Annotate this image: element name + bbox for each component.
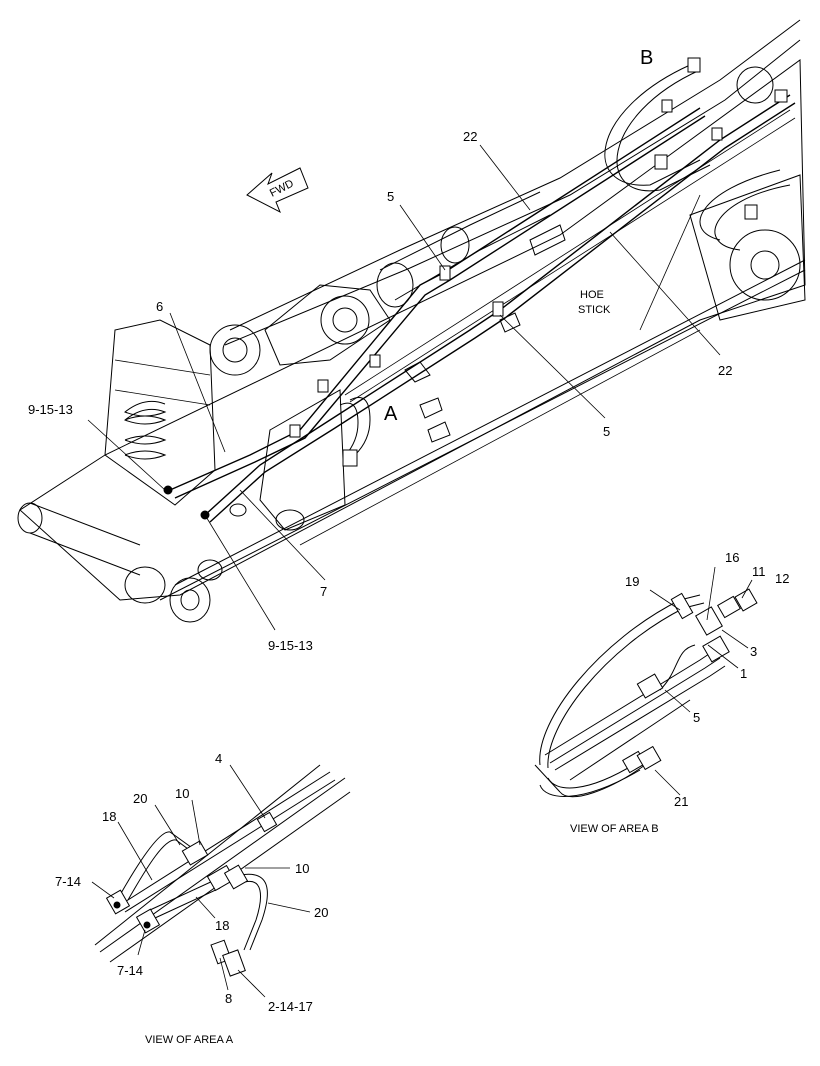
bucket-linkage bbox=[209, 284, 391, 531]
callout-22-right: 22 bbox=[718, 363, 732, 378]
view-of-area-a: 4 20 10 18 10 7-14 20 18 7-14 8 2-14-17 … bbox=[55, 751, 351, 1046]
front-cross-tube bbox=[17, 502, 223, 623]
fwd-arrow-icon: FWD bbox=[246, 167, 309, 214]
view-a-callout-7-14-left: 7-14 bbox=[55, 874, 81, 889]
view-b-callout-12: 12 bbox=[775, 571, 789, 586]
view-a-callout-18-top: 18 bbox=[102, 809, 116, 824]
view-a-callout-7-14-bottom: 7-14 bbox=[117, 963, 143, 978]
hoe-stick-assembly: FWD B A HOE STICK 22 5 6 9-15-13 22 5 7 … bbox=[17, 19, 806, 653]
callout-22-top: 22 bbox=[463, 129, 477, 144]
view-b-callout-16: 16 bbox=[725, 550, 739, 565]
main-leader-lines bbox=[87, 144, 721, 631]
callout-9-15-13-left: 9-15-13 bbox=[28, 402, 73, 417]
view-b-callout-21: 21 bbox=[674, 794, 688, 809]
view-a-callout-2-14-17: 2-14-17 bbox=[268, 999, 313, 1014]
view-a-callout-10-right: 10 bbox=[295, 861, 309, 876]
view-b-callout-11: 11 bbox=[752, 564, 766, 579]
callout-5-mid: 5 bbox=[603, 424, 610, 439]
view-a-callout-4: 4 bbox=[215, 751, 222, 766]
area-a-marker: A bbox=[384, 403, 398, 425]
view-a-callout-20-top: 20 bbox=[133, 791, 147, 806]
callout-7: 7 bbox=[320, 584, 327, 599]
view-b-callout-3: 3 bbox=[750, 644, 757, 659]
view-a-caption: VIEW OF AREA A bbox=[145, 1034, 234, 1046]
view-a-callout-8: 8 bbox=[225, 991, 232, 1006]
line-clamps bbox=[163, 57, 788, 520]
callout-9-15-13-bottom: 9-15-13 bbox=[268, 638, 313, 653]
area-b-marker: B bbox=[640, 47, 653, 69]
view-b-callout-5: 5 bbox=[693, 710, 700, 725]
view-b-callout-1: 1 bbox=[740, 666, 747, 681]
view-b-callout-19: 19 bbox=[625, 574, 639, 589]
hydraulic-lines bbox=[169, 64, 796, 523]
view-a-callout-10-top: 10 bbox=[175, 786, 189, 801]
view-of-area-b: 19 16 11 12 3 1 5 21 VIEW OF AREA B bbox=[534, 550, 789, 835]
callout-6: 6 bbox=[156, 299, 163, 314]
view-a-callout-20-right: 20 bbox=[314, 905, 328, 920]
callout-5-top: 5 bbox=[387, 189, 394, 204]
view-b-caption: VIEW OF AREA B bbox=[570, 823, 659, 835]
boom-pivot bbox=[689, 66, 806, 321]
hoe-stick-label-line1: HOE bbox=[580, 289, 604, 301]
fwd-label: FWD bbox=[268, 178, 296, 200]
view-a-callout-18-mid: 18 bbox=[215, 918, 229, 933]
bucket-pivot-block bbox=[104, 319, 216, 506]
hoe-stick-label-line2: STICK bbox=[578, 304, 611, 316]
